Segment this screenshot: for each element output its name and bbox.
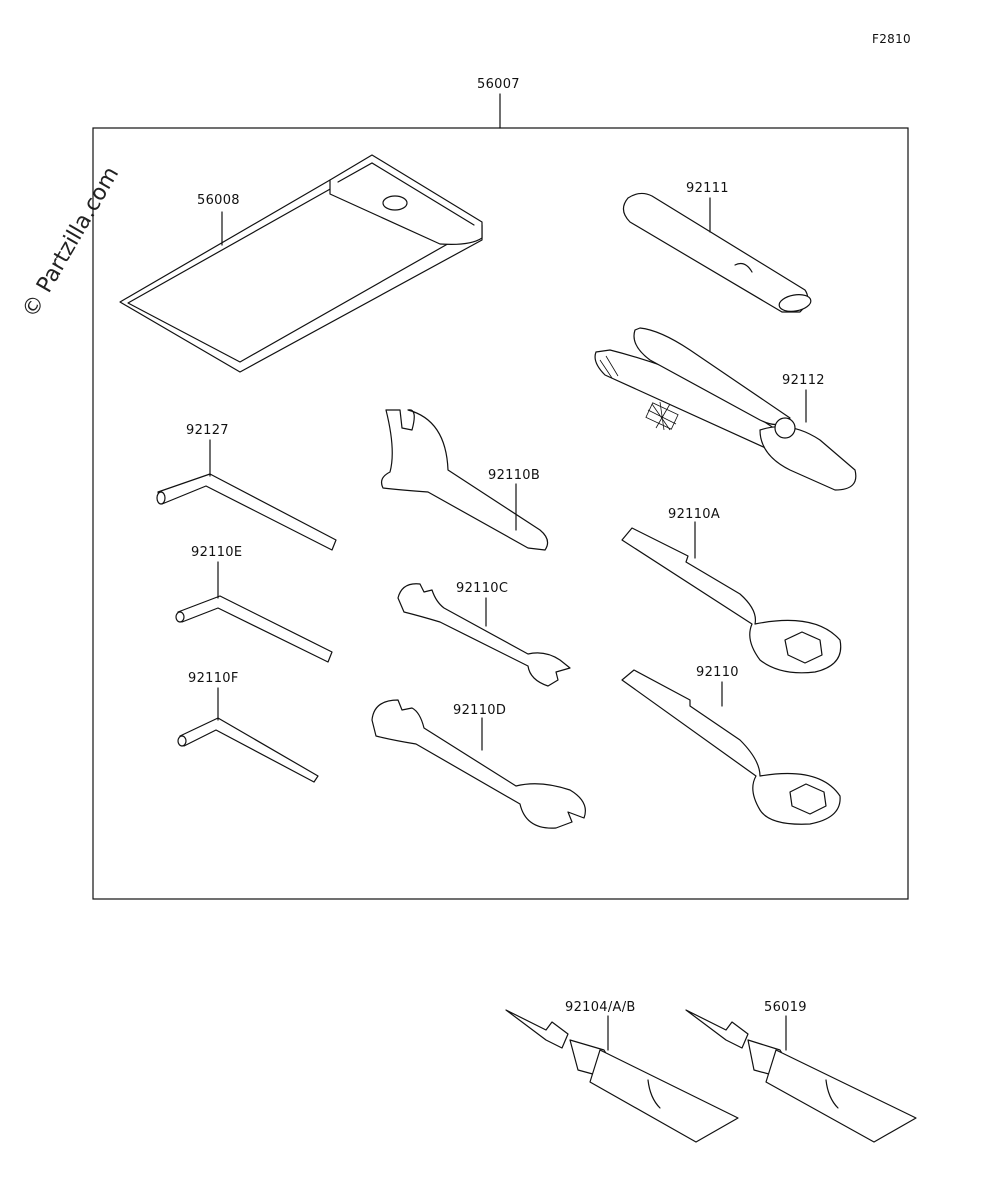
figure-id: F2810 bbox=[872, 32, 911, 46]
label-box-a: 92110A bbox=[668, 507, 721, 522]
tool-wrench-c bbox=[397, 583, 571, 687]
grease-tube-1 bbox=[505, 1009, 739, 1143]
tool-handle bbox=[622, 192, 812, 313]
tool-wrench-d bbox=[371, 699, 586, 829]
label-box: 92110 bbox=[696, 665, 739, 680]
label-grease-1: 92104/A/B bbox=[565, 1000, 636, 1015]
tool-box-wrench bbox=[621, 669, 841, 825]
label-handle: 92111 bbox=[686, 181, 729, 196]
tool-pouch bbox=[119, 154, 483, 373]
label-kit: 56007 bbox=[477, 77, 520, 92]
tool-box-wrench-a bbox=[621, 521, 842, 674]
tool-hex-key-f bbox=[177, 687, 319, 783]
label-hex-127: 92127 bbox=[186, 423, 229, 438]
label-wrench-d: 92110D bbox=[453, 703, 507, 718]
label-wrench-c: 92110C bbox=[456, 581, 509, 596]
label-pouch: 56008 bbox=[197, 193, 240, 208]
tool-pliers bbox=[594, 327, 857, 491]
tool-hex-key-e bbox=[175, 561, 333, 663]
label-spanner: 92110B bbox=[488, 468, 541, 483]
label-grease-2: 56019 bbox=[764, 1000, 807, 1015]
grease-tube-2 bbox=[685, 1009, 917, 1143]
label-hex-e: 92110E bbox=[191, 545, 243, 560]
tool-hex-key-127 bbox=[156, 439, 337, 551]
label-hex-f: 92110F bbox=[188, 671, 239, 686]
tool-pin-spanner bbox=[380, 409, 549, 551]
label-pliers: 92112 bbox=[782, 373, 825, 388]
